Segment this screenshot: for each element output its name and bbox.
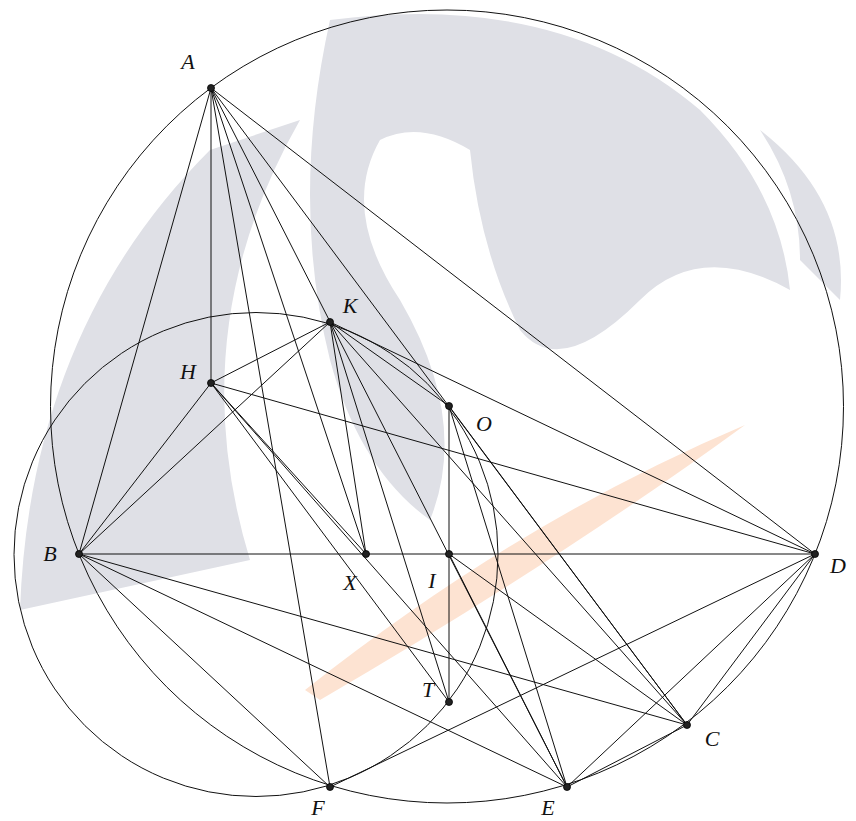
segment: [449, 554, 687, 725]
segments: [79, 88, 815, 787]
segment: [211, 88, 212, 383]
point: [446, 699, 453, 706]
segment: [211, 383, 366, 554]
point: [208, 380, 215, 387]
point: [684, 722, 691, 729]
point: [363, 551, 370, 558]
segment: [211, 88, 366, 554]
segment: [449, 406, 687, 725]
point-label: X: [341, 572, 358, 594]
segment: [211, 383, 449, 702]
segment: [330, 322, 687, 725]
point-label: D: [828, 555, 848, 577]
watermark-arc: [760, 130, 841, 300]
point-label: C: [703, 728, 722, 750]
segment: [79, 88, 211, 554]
point-label: B: [41, 543, 58, 565]
segment: [330, 322, 449, 406]
segment: [211, 88, 815, 554]
point: [812, 551, 819, 558]
point-label: F: [309, 797, 326, 819]
segment: [330, 322, 449, 702]
point: [76, 551, 83, 558]
segment: [211, 88, 567, 787]
points: [76, 85, 819, 791]
point-label: O: [474, 413, 494, 435]
point-label: K: [341, 295, 360, 317]
point: [446, 551, 453, 558]
segment: [211, 322, 330, 383]
point-label: A: [179, 51, 196, 73]
point-label: T: [420, 679, 436, 701]
point: [564, 784, 571, 791]
segment: [79, 383, 211, 554]
point: [327, 784, 334, 791]
segment: [687, 554, 815, 725]
segment: [211, 88, 687, 725]
circumcircle: [51, 10, 844, 803]
point: [446, 403, 453, 410]
segment: [567, 554, 815, 787]
segment: [79, 322, 330, 554]
segment: [449, 554, 567, 787]
point-label: E: [539, 797, 556, 819]
point: [327, 319, 334, 326]
segment: [330, 322, 815, 554]
watermark-orange: [305, 425, 745, 700]
segment: [567, 725, 687, 787]
circles: [14, 10, 844, 803]
segment: [79, 554, 687, 725]
segment: [330, 554, 815, 787]
segment: [211, 88, 330, 787]
point: [208, 85, 215, 92]
point-label: H: [178, 361, 198, 383]
point-label: I: [426, 570, 437, 592]
